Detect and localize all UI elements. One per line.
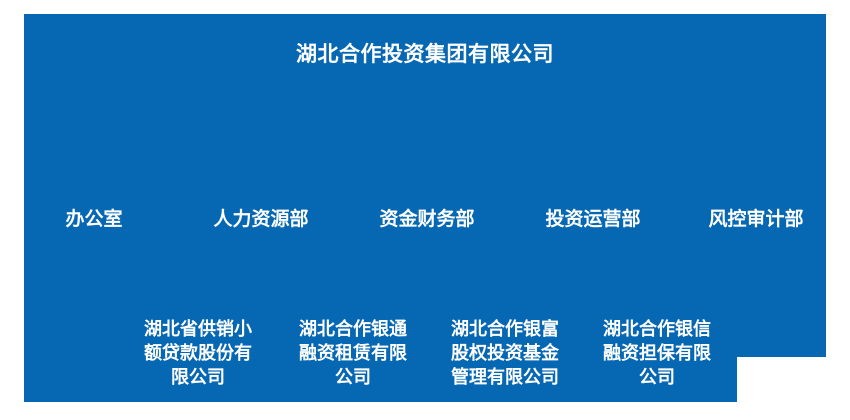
subsidiary-yintong-leasing-company: 湖北合作银通 融资租赁有限 公司 xyxy=(287,317,419,389)
subsidiary-name-line: 融资租赁有限 xyxy=(299,343,407,363)
subsidiary-name-line: 管理有限公司 xyxy=(451,367,559,387)
subsidiary-name-line: 公司 xyxy=(639,367,675,387)
department-office: 办公室 xyxy=(65,209,123,230)
department-funds-finance: 资金财务部 xyxy=(379,209,475,230)
bottom-right-white-cutout xyxy=(737,357,850,420)
subsidiary-yinfu-fund-company: 湖北合作银富 股权投资基金 管理有限公司 xyxy=(439,317,571,389)
subsidiary-name-line: 额贷款股份有 xyxy=(144,343,252,363)
department-human-resources: 人力资源部 xyxy=(213,209,309,230)
subsidiary-name-line: 湖北合作银通 xyxy=(299,319,407,339)
subsidiary-name-line: 融资担保有限 xyxy=(603,343,711,363)
subsidiary-name-line: 公司 xyxy=(335,367,371,387)
department-risk-audit: 风控审计部 xyxy=(708,209,804,230)
subsidiary-name-line: 湖北合作银富 xyxy=(451,319,559,339)
subsidiary-name-line: 湖北省供销小 xyxy=(144,319,252,339)
subsidiary-name-line: 股权投资基金 xyxy=(451,343,559,363)
org-chart-title: 湖北合作投资集团有限公司 xyxy=(296,43,554,66)
department-investment-operations: 投资运营部 xyxy=(545,209,641,230)
subsidiary-name-line: 限公司 xyxy=(171,367,225,387)
subsidiary-yinxin-guarantee-company: 湖北合作银信 融资担保有限 公司 xyxy=(591,317,723,389)
org-chart-panel: 湖北合作投资集团有限公司 办公室 人力资源部 资金财务部 投资运营部 风控审计部… xyxy=(24,14,826,402)
subsidiary-name-line: 湖北合作银信 xyxy=(603,319,711,339)
subsidiary-microloan-company: 湖北省供销小 额贷款股份有 限公司 xyxy=(132,317,264,389)
